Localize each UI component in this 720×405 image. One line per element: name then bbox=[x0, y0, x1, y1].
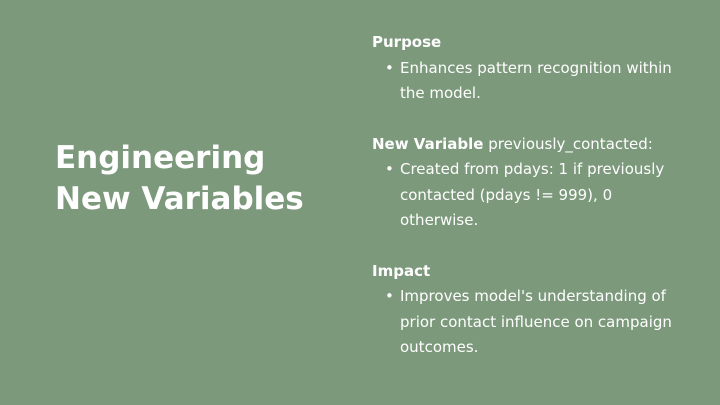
bullet-icon: • bbox=[385, 160, 394, 178]
bullet-item: • Enhances pattern recognition within th… bbox=[372, 56, 692, 107]
bullet-text: Created from pdays: 1 if previously cont… bbox=[400, 160, 665, 229]
title-line-1: Engineering bbox=[55, 140, 266, 176]
bullet-icon: • bbox=[385, 58, 394, 77]
content-panel: Purpose • Enhances pattern recognition w… bbox=[372, 30, 692, 361]
bullet-list: • Improves model's understanding of prio… bbox=[372, 284, 692, 361]
section-heading: Purpose bbox=[372, 30, 692, 56]
bullet-item: • Improves model's understanding of prio… bbox=[372, 284, 692, 361]
section-purpose: Purpose • Enhances pattern recognition w… bbox=[372, 30, 692, 107]
bullet-icon: • bbox=[385, 287, 394, 305]
bullet-list: • Created from pdays: 1 if previously co… bbox=[372, 157, 692, 234]
slide-title: Engineering New Variables bbox=[55, 138, 355, 220]
heading-bold: Impact bbox=[372, 261, 431, 280]
bullet-item: • Created from pdays: 1 if previously co… bbox=[372, 157, 692, 234]
heading-rest: previously_contacted: bbox=[483, 134, 653, 153]
section-heading: New Variable previously_contacted: bbox=[372, 132, 692, 158]
bullet-text: Enhances pattern recognition within the … bbox=[400, 58, 672, 103]
section-heading: Impact bbox=[372, 259, 692, 285]
bullet-list: • Enhances pattern recognition within th… bbox=[372, 56, 692, 107]
title-line-2: New Variables bbox=[55, 181, 304, 217]
heading-bold: Purpose bbox=[372, 33, 442, 51]
heading-bold: New Variable bbox=[372, 134, 484, 153]
section-impact: Impact • Improves model's understanding … bbox=[372, 259, 692, 361]
bullet-text: Improves model's understanding of prior … bbox=[400, 287, 672, 356]
section-new-variable: New Variable previously_contacted: • Cre… bbox=[372, 132, 692, 234]
